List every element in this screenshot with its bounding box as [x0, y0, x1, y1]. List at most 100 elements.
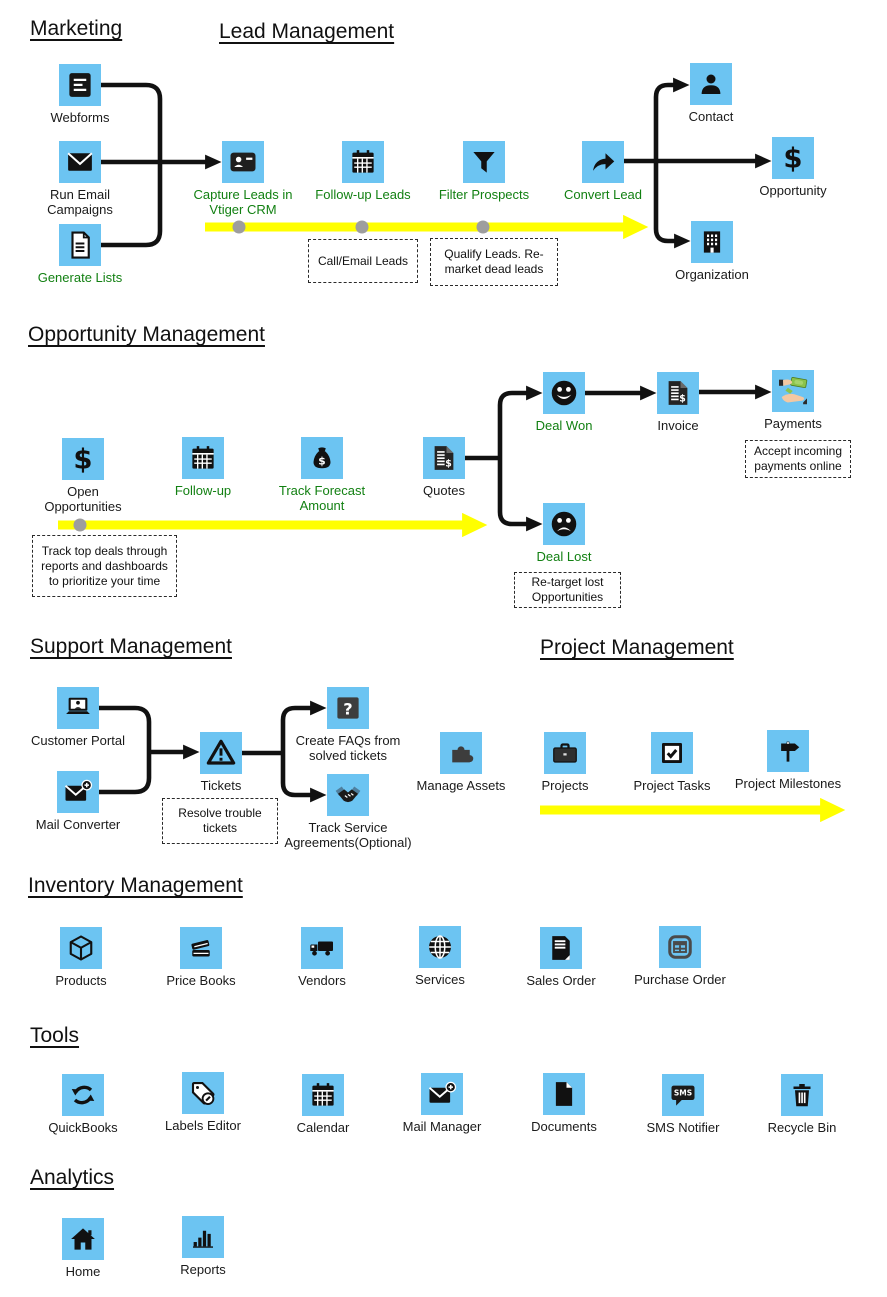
quickbooks-label: QuickBooks — [48, 1120, 118, 1135]
track-forecast-label: Track Forecast Amount — [278, 483, 366, 514]
purchase-grid-icon — [665, 932, 695, 962]
puzzle-icon — [446, 738, 476, 768]
purchase-order-label: Purchase Order — [634, 972, 726, 987]
track-service-label: Track Service Agreements(Optional) — [284, 820, 412, 851]
timeline-dot — [73, 220, 490, 532]
heading-marketing: Marketing — [30, 17, 123, 40]
node-payments[interactable] — [772, 370, 814, 412]
node-capture-leads[interactable] — [222, 141, 264, 183]
bar-chart-icon — [188, 1222, 218, 1252]
node-sales-order[interactable] — [540, 927, 582, 969]
labels-editor-label: Labels Editor — [165, 1118, 241, 1133]
node-webforms[interactable] — [59, 64, 101, 106]
node-followup-leads[interactable] — [342, 141, 384, 183]
node-services[interactable] — [419, 926, 461, 968]
node-followup[interactable] — [182, 437, 224, 479]
tag-pencil-icon — [188, 1078, 218, 1108]
calendar-icon — [348, 147, 378, 177]
quotes-label: Quotes — [423, 483, 465, 498]
node-convert-lead[interactable] — [582, 141, 624, 183]
note-qualify: Qualify Leads. Re-market dead leads — [430, 238, 558, 286]
heading-project-management: Project Management — [540, 636, 734, 659]
recycle-bin-label: Recycle Bin — [767, 1120, 837, 1135]
node-calendar[interactable] — [302, 1074, 344, 1116]
node-quickbooks[interactable] — [62, 1074, 104, 1116]
node-projects[interactable] — [544, 732, 586, 774]
svg-text:$: $ — [73, 444, 92, 474]
project-milestones-label: Project Milestones — [734, 776, 842, 791]
laptop-person-icon — [63, 693, 93, 723]
node-purchase-order[interactable] — [659, 926, 701, 968]
heading-tools: Tools — [30, 1024, 80, 1047]
house-icon — [68, 1224, 98, 1254]
node-organization[interactable] — [691, 221, 733, 263]
manage-assets-label: Manage Assets — [416, 778, 506, 793]
books-icon — [186, 933, 216, 963]
note-track-top-deals: Track top deals through reports and dash… — [32, 535, 177, 597]
invoice-icon: $ — [429, 443, 459, 473]
sms-bubble-icon: SMS — [668, 1080, 698, 1110]
node-create-faqs[interactable]: ? — [327, 687, 369, 729]
node-track-service[interactable] — [327, 774, 369, 816]
money-bag-icon: $ — [307, 443, 337, 473]
followup-leads-label: Follow-up Leads — [315, 187, 411, 202]
node-labels-editor[interactable] — [182, 1072, 224, 1114]
price-books-label: Price Books — [166, 973, 236, 988]
payments-icon — [777, 375, 809, 407]
warning-triangle-icon — [205, 737, 237, 769]
invoice-icon: $ — [663, 378, 693, 408]
node-generate-lists[interactable] — [59, 224, 101, 266]
calendar-icon — [308, 1080, 338, 1110]
deal-lost-label: Deal Lost — [536, 549, 592, 564]
node-deal-lost[interactable] — [543, 503, 585, 545]
note-resolve-tickets: Resolve trouble tickets — [162, 798, 278, 844]
node-track-forecast[interactable]: $ — [301, 437, 343, 479]
deal-won-label: Deal Won — [535, 418, 593, 433]
building-icon — [697, 227, 727, 257]
sales-order-label: Sales Order — [526, 973, 596, 988]
node-contact[interactable] — [690, 63, 732, 105]
node-documents[interactable] — [543, 1073, 585, 1115]
svg-text:$: $ — [445, 459, 452, 470]
envelope-icon — [65, 147, 95, 177]
node-sms-notifier[interactable]: SMS — [662, 1074, 704, 1116]
node-open-opportunities[interactable]: $ — [62, 438, 104, 480]
node-filter-prospects[interactable] — [463, 141, 505, 183]
node-quotes[interactable]: $ — [423, 437, 465, 479]
node-customer-portal[interactable] — [57, 687, 99, 729]
heading-support-management: Support Management — [30, 635, 232, 658]
projects-label: Projects — [541, 778, 589, 793]
svg-text:?: ? — [343, 699, 352, 718]
smiley-icon — [548, 377, 580, 409]
cube-icon — [66, 933, 96, 963]
node-vendors[interactable] — [301, 927, 343, 969]
node-project-tasks[interactable] — [651, 732, 693, 774]
node-opportunity[interactable]: $ — [772, 137, 814, 179]
home-label: Home — [65, 1264, 101, 1279]
node-mail-manager[interactable] — [421, 1073, 463, 1115]
calendar-icon — [188, 443, 218, 473]
node-manage-assets[interactable] — [440, 732, 482, 774]
node-mail-converter[interactable] — [57, 771, 99, 813]
node-reports[interactable] — [182, 1216, 224, 1258]
reports-label: Reports — [180, 1262, 226, 1277]
node-tickets[interactable] — [200, 732, 242, 774]
node-project-milestones[interactable] — [767, 730, 809, 772]
customer-portal-label: Customer Portal — [31, 733, 125, 748]
node-home[interactable] — [62, 1218, 104, 1260]
project-tasks-label: Project Tasks — [633, 778, 711, 793]
contact-card-icon — [228, 147, 258, 177]
node-deal-won[interactable] — [543, 372, 585, 414]
followup-label: Follow-up — [174, 483, 232, 498]
node-recycle-bin[interactable] — [781, 1074, 823, 1116]
svg-text:SMS: SMS — [674, 1089, 692, 1098]
node-run-email[interactable] — [59, 141, 101, 183]
node-invoice[interactable]: $ — [657, 372, 699, 414]
person-icon — [696, 69, 726, 99]
document-dark-icon — [65, 70, 95, 100]
convert-arrow-icon — [588, 147, 618, 177]
contact-label: Contact — [688, 109, 734, 124]
node-price-books[interactable] — [180, 927, 222, 969]
node-products[interactable] — [60, 927, 102, 969]
process-arrow-yellow — [58, 214, 846, 823]
